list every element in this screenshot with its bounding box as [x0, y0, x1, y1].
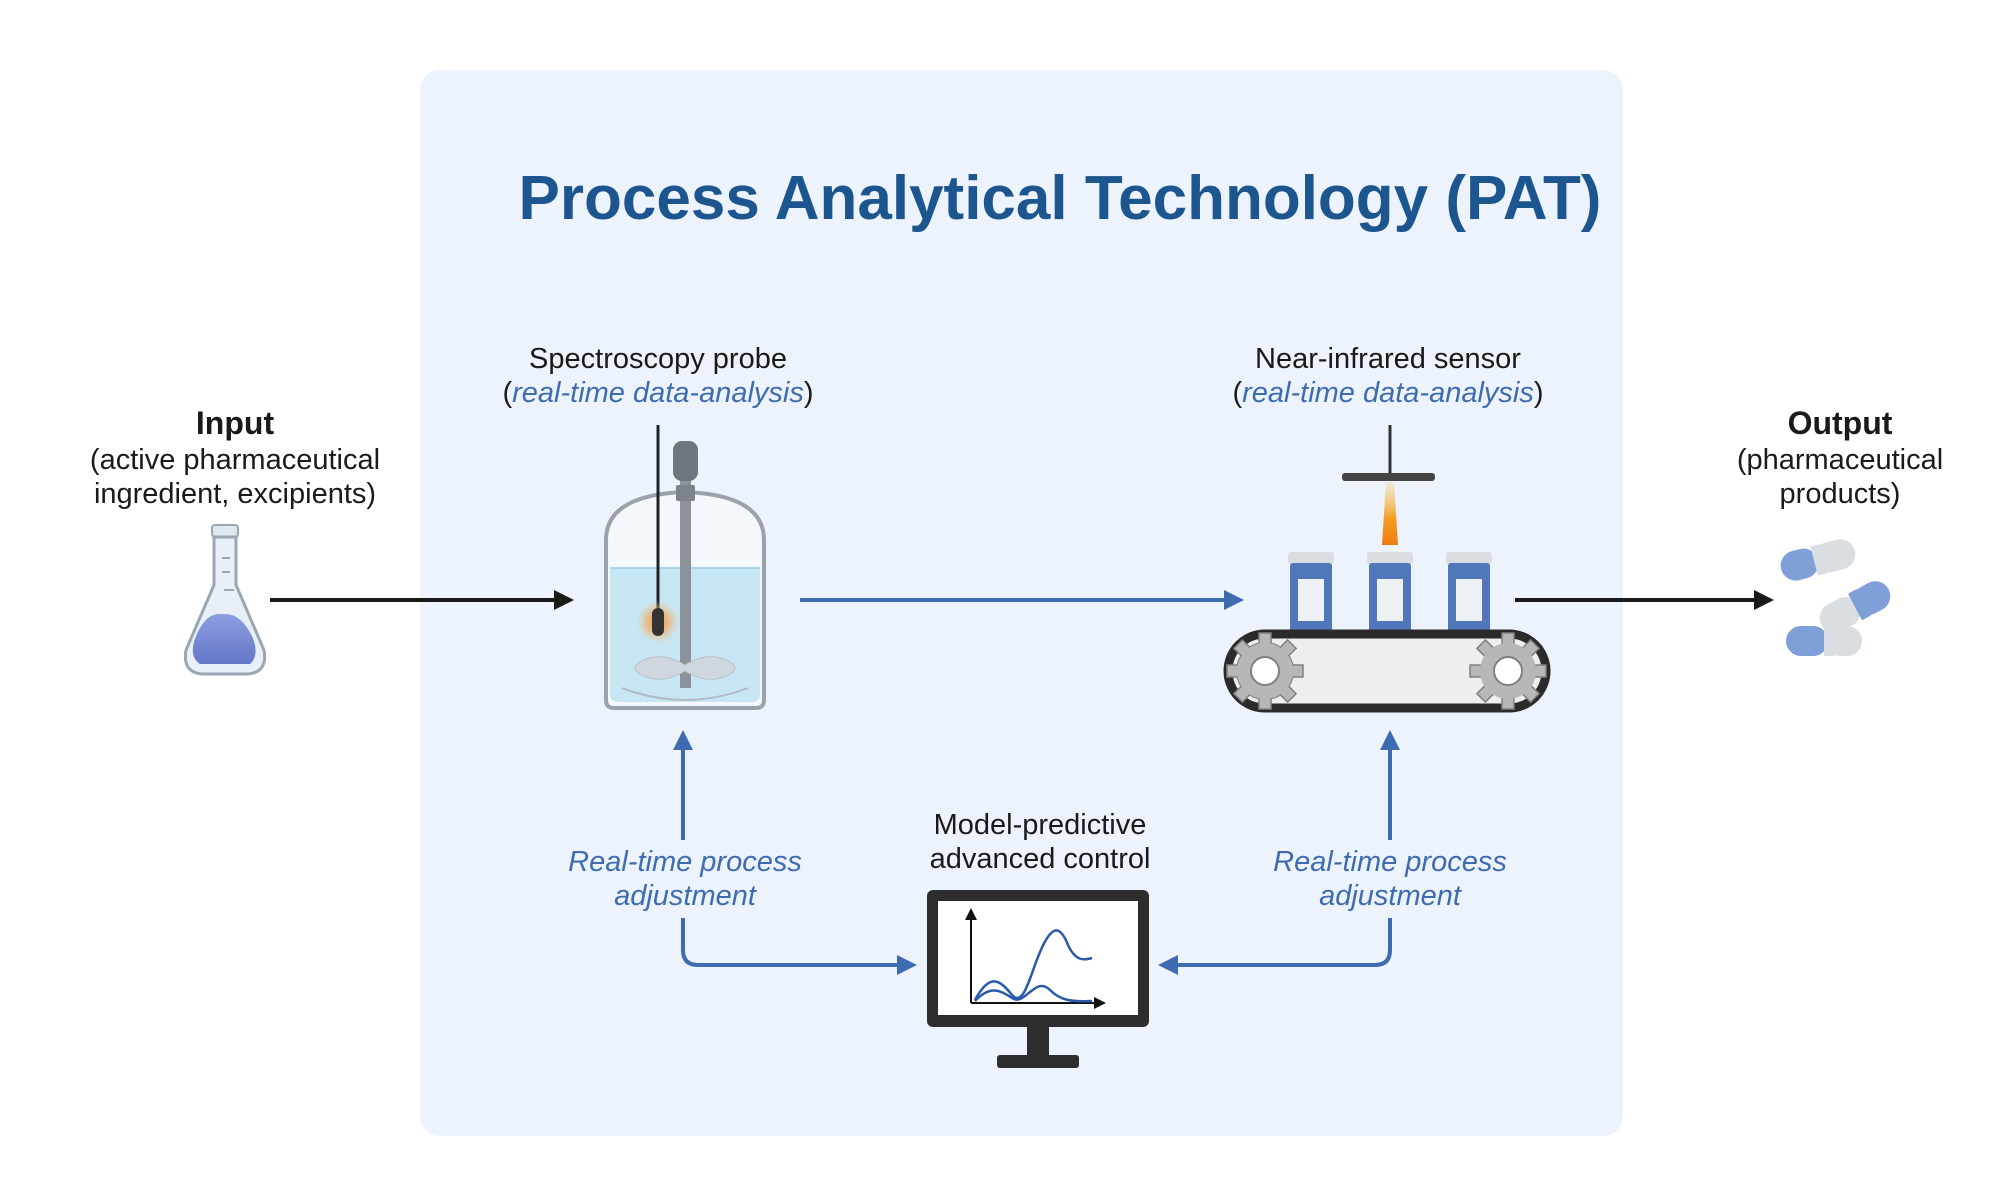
gear-icon	[1226, 632, 1304, 710]
control-label-line2: advanced control	[929, 843, 1151, 875]
paren-open: (	[502, 377, 513, 409]
chart-graph	[965, 908, 1106, 1009]
feedback-arrow-to-monitor-right	[1158, 918, 1392, 975]
input-heading: Input	[195, 405, 275, 441]
paren-close: )	[803, 377, 814, 409]
output-description-line1: (pharmaceutical	[1736, 444, 1944, 476]
vial-icon	[1446, 552, 1492, 635]
monitor-icon	[927, 890, 1149, 1068]
control-label-line1: Model-predictive	[933, 809, 1147, 841]
diagram-title: Process Analytical Technology (PAT)	[518, 164, 1602, 233]
output-description-line2: products)	[1779, 478, 1901, 510]
paren-open: (	[1232, 377, 1243, 409]
output-heading: Output	[1787, 405, 1893, 441]
sensor-detail-text: real-time data-analysis	[1242, 377, 1534, 409]
input-description-line2: ingredient, excipients)	[93, 478, 377, 510]
flask-icon	[183, 524, 267, 676]
capsule-icon	[1786, 626, 1862, 656]
probe-detail-text: real-time data-analysis	[512, 377, 804, 409]
spectroscopy-probe-detail: (real-time data-analysis)	[458, 376, 858, 411]
near-infrared-sensor-label: Near-infrared sensor	[1255, 343, 1521, 375]
near-infrared-sensor-detail: (real-time data-analysis)	[1188, 376, 1588, 411]
adjustment-label-right-line1: Real-time process	[1273, 846, 1507, 878]
adjustment-label-right-line2: adjustment	[1319, 880, 1461, 912]
vial-icon	[1367, 552, 1413, 635]
gear-icon	[1469, 632, 1547, 710]
spectroscopy-probe-label: Spectroscopy probe	[529, 343, 787, 375]
capsule-icon	[1780, 539, 1856, 581]
capsule-icon	[1819, 581, 1891, 633]
input-description-line1: (active pharmaceutical	[89, 444, 381, 476]
near-infrared-sensor-icon	[1342, 425, 1435, 545]
feedback-arrow-to-monitor-left	[681, 918, 917, 975]
vial-icon	[1288, 552, 1334, 635]
adjustment-label-left-line1: Real-time process	[568, 846, 802, 878]
reactor-vessel-icon	[604, 425, 766, 710]
pat-panel	[420, 70, 1623, 1136]
adjustment-label-left-line2: adjustment	[614, 880, 756, 912]
conveyor-belt-icon	[1223, 552, 1551, 713]
paren-close: )	[1533, 377, 1544, 409]
